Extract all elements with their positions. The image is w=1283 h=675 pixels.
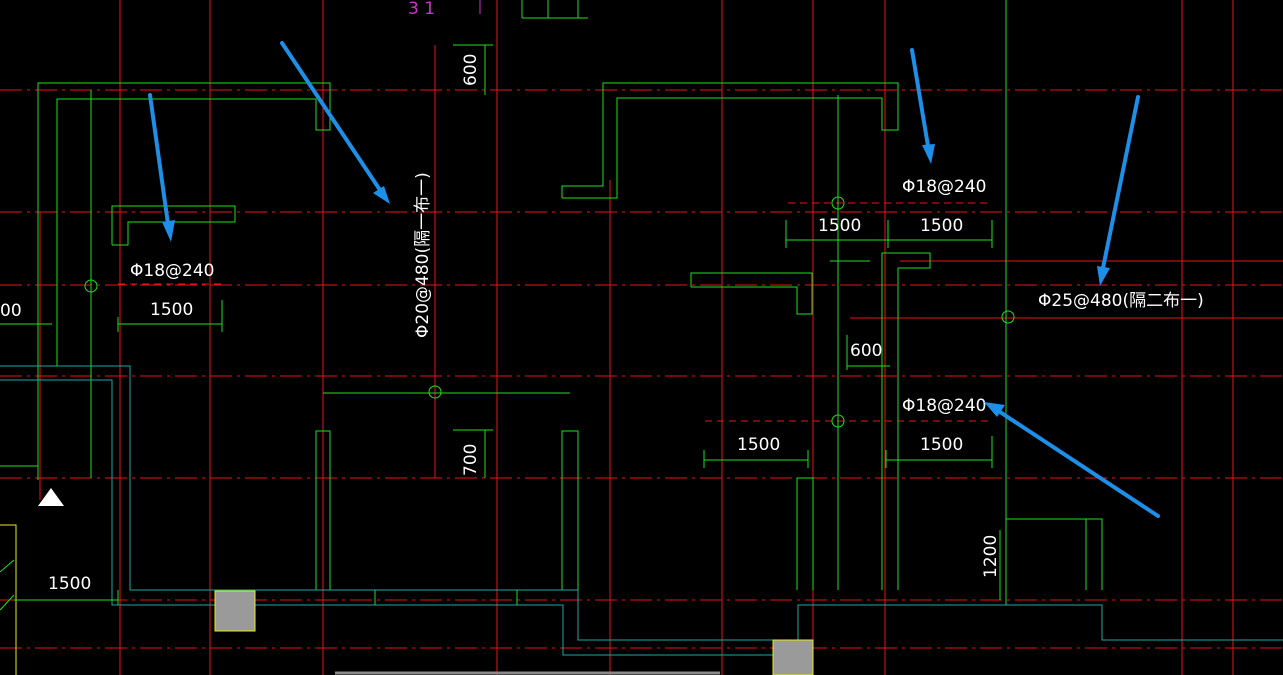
dim-left-edge: 00	[0, 301, 22, 321]
annotation-arrow	[280, 41, 382, 192]
annotation-arrow	[1101, 95, 1140, 270]
dim-lower-right-a: 1500	[737, 435, 780, 455]
grid-bubbles	[84, 196, 1015, 428]
annotation-arrowhead	[1097, 266, 1110, 286]
annotation-arrowhead	[373, 186, 390, 204]
annotation-arrow	[998, 410, 1160, 518]
dim-lower-right-b: 1500	[920, 435, 963, 455]
dim-left-1500: 1500	[150, 300, 193, 320]
annotation-arrowhead	[162, 220, 175, 242]
dim-mid-700: 700	[461, 444, 481, 476]
green-guide-lines	[90, 0, 1007, 605]
dim-top-right-a: 1500	[818, 216, 861, 236]
dim-bottom-left: 1500	[48, 574, 91, 594]
column-edge	[772, 639, 814, 675]
dim-top-600: 600	[461, 54, 481, 86]
annotation-arrow	[910, 48, 930, 148]
wall-outlines	[0, 0, 1103, 590]
rebar-label-center-vertical: Φ20@480(隔一布一)	[413, 172, 433, 338]
rebar-label-right-mid: Φ25@480(隔二布一)	[1038, 291, 1204, 311]
rebar-label-left: Φ18@240	[130, 261, 214, 281]
column-edge	[214, 590, 256, 632]
annotation-arrows	[148, 41, 1160, 518]
rebar-label-top-right: Φ18@240	[902, 177, 986, 197]
annotation-arrow	[148, 93, 170, 226]
dim-top-right-b: 1500	[920, 216, 963, 236]
annotation-arrowhead	[984, 402, 1005, 417]
column-fill	[773, 640, 813, 675]
slab-edge-lines	[0, 365, 1283, 656]
section-marker-icon	[38, 488, 64, 506]
dimension-lines	[0, 44, 1001, 675]
annotation-arrowhead	[922, 144, 935, 164]
dim-right-600: 600	[850, 341, 882, 361]
column-fill	[215, 591, 255, 631]
dim-right-1200: 1200	[981, 535, 1001, 578]
rebar-label-right-lower: Φ18@240	[902, 396, 986, 416]
grid-label-top: 3 1	[408, 0, 435, 19]
columns	[0, 524, 814, 675]
